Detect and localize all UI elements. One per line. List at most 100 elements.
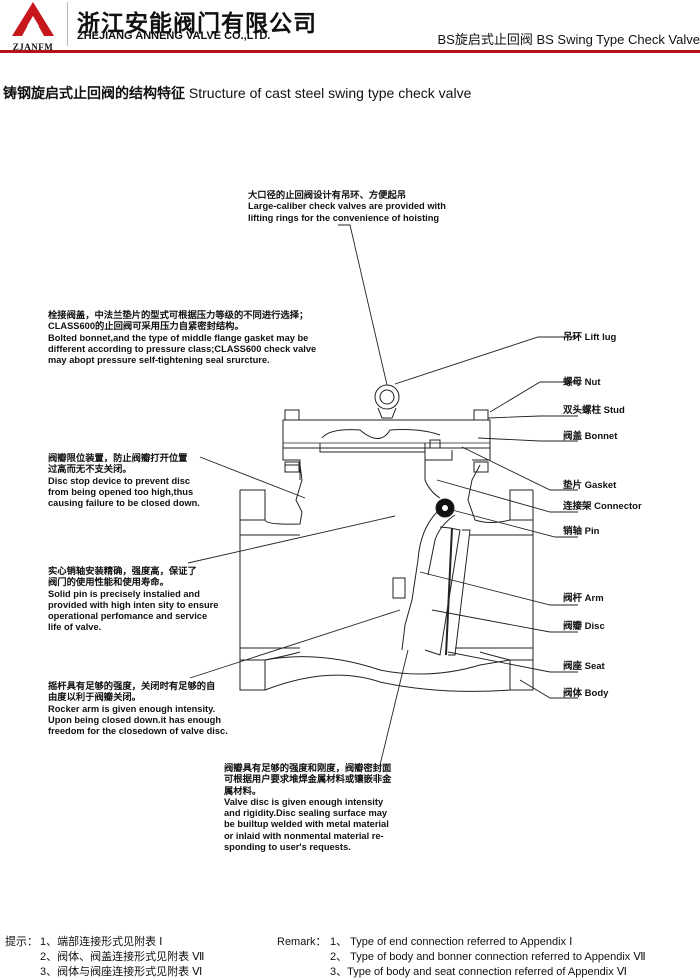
note-line: and rigidity.Disc sealing surface may: [224, 808, 388, 819]
remark-en-item: 3、Type of body and seat connection refer…: [330, 966, 627, 978]
part-cn: 阀瓣: [563, 621, 583, 632]
part-en: Bonnet: [584, 431, 618, 442]
remark-cn-label: 提示：: [5, 936, 38, 948]
note-line: operational perfomance and service: [48, 611, 208, 622]
note-line: Bolted bonnet,and the type of middle fla…: [48, 332, 309, 343]
note-bolted-bonnet: 栓接阀盖，中法兰垫片的型式可根据压力等级的不同进行选择； CLASS600的止回…: [48, 310, 316, 366]
note-line: life of valve.: [48, 622, 102, 633]
part-cn: 双头螺柱: [563, 405, 602, 416]
note-line: 由度以利于阀瓣关闭。: [48, 692, 141, 703]
valve-body: [239, 464, 534, 692]
part-label-body: 阀体 Body: [563, 685, 608, 699]
note-line: 实心销轴安装精确，强度高，保证了: [48, 566, 197, 576]
note-line: freedom for the closedown of valve disc.: [48, 726, 228, 737]
note-line: CLASS600的止回阀可采用压力自紧密封结构。: [48, 321, 244, 332]
leader-lines: [187, 224, 578, 766]
note-line: Rocker arm is given enough intensity.: [48, 703, 216, 714]
note-line: Solid pin is precisely instalied and: [48, 588, 200, 599]
note-rocker-arm: 摇杆具有足够的强度，关闭时有足够的自 由度以利于阀瓣关闭。 Rocker arm…: [48, 681, 228, 737]
note-line: 过高而无不支关闭。: [48, 464, 132, 475]
part-en: Nut: [584, 377, 601, 388]
note-line: 阀瓣具有足够的强度和刚度，阀瓣密封面: [224, 763, 392, 773]
remark-en-list: 1、 Type of end connection referred to Ap…: [330, 935, 646, 980]
arm-disc: [392, 511, 471, 656]
company-name-en: ZHEJIANG ANNENG VALVE CO.,LTD.: [77, 30, 271, 42]
note-line: Upon being closed down.it has enough: [48, 714, 222, 725]
remark-cn-item: 2、阀体、阀盖连接形式见附表 Ⅶ: [40, 951, 205, 963]
note-solid-pin: 实心销轴安装精确，强度高，保证了 阀门的使用性能和使用寿命。 Solid pin…: [48, 566, 218, 634]
part-cn: 阀盖: [563, 431, 583, 442]
note-line: 大口径的止回阀设计有吊环、方便起吊: [248, 190, 407, 200]
note-line: Large-caliber check valves are provided …: [248, 201, 446, 212]
section-title-en: Structure of cast steel swing type check…: [188, 85, 472, 101]
part-label-disc: 阀瓣 Disc: [563, 618, 605, 632]
part-en: Lift lug: [584, 332, 617, 343]
part-cn: 阀座: [563, 661, 583, 672]
header-rule: [0, 50, 700, 53]
note-line: sponding to user's requests.: [224, 842, 351, 853]
part-en: Arm: [584, 593, 604, 604]
part-en: Stud: [603, 405, 625, 416]
part-cn: 吊环: [563, 332, 583, 343]
logo-mark-icon: [12, 2, 54, 36]
part-label-arm: 阀杆 Arm: [563, 590, 604, 604]
note-line: 属材料。: [224, 785, 262, 796]
remark-en-label: Remark：: [277, 936, 327, 948]
remark-cn-item: 3、阀体与阀座连接形式见附表 Ⅵ: [40, 966, 203, 978]
note-line: provided with high inten sity to ensure: [48, 599, 219, 610]
remark-cn-list: 1、端部连接形式见附表 Ⅰ 2、阀体、阀盖连接形式见附表 Ⅶ 3、阀体与阀座连接…: [40, 935, 205, 980]
part-label-lift-lug: 吊环 Lift lug: [563, 329, 616, 343]
note-line: may abopt pressure self-tightening seal …: [48, 355, 270, 366]
part-en: Disc: [584, 621, 605, 632]
note-valve-disc: 阀瓣具有足够的强度和刚度，阀瓣密封面 可根据用户要求堆焊金属材料或镶嵌非金 属材…: [224, 763, 391, 853]
part-en: Body: [584, 688, 609, 699]
note-line: 栓接阀盖，中法兰垫片的型式可根据压力等级的不同进行选择；: [48, 310, 309, 320]
part-cn: 销轴: [563, 526, 583, 537]
note-line: Valve disc is given enough intensity: [224, 796, 384, 807]
product-title: BS旋启式止回阀 BS Swing Type Check Valve: [437, 32, 700, 47]
remark-en-item: 2、 Type of body and bonner connection re…: [330, 951, 646, 963]
note-line: from being opened too high,thus: [48, 486, 194, 497]
part-cn: 阀杆: [563, 593, 583, 604]
section-title: 铸钢旋启式止回阀的结构特征 Structure of cast steel sw…: [3, 83, 471, 103]
part-en: Gasket: [584, 480, 617, 491]
section-title-cn: 铸钢旋启式止回阀的结构特征: [3, 85, 185, 101]
remark-en-item: 1、 Type of end connection referred to Ap…: [330, 936, 573, 948]
part-label-pin: 销轴 Pin: [563, 523, 599, 537]
note-line: lifting rings for the convenience of hoi…: [248, 212, 440, 223]
company-logo: ZJANFM: [8, 2, 58, 52]
company-name-cn: 浙江安能阀门有限公司: [77, 10, 317, 36]
part-label-bonnet: 阀盖 Bonnet: [563, 428, 617, 442]
part-cn: 阀体: [563, 688, 583, 699]
note-line: 阀瓣限位装置，防止阀瓣打开位置: [48, 453, 188, 463]
lift-lug: [374, 384, 400, 419]
part-label-seat: 阀座 Seat: [563, 658, 605, 672]
part-label-gasket: 垫片 Gasket: [563, 477, 616, 491]
note-line: different according to pressure class;CL…: [48, 343, 317, 354]
part-en: Seat: [584, 661, 605, 672]
note-line: be builtup welded with metal material: [224, 819, 389, 830]
part-en: Connector: [594, 501, 642, 512]
note-disc-stop: 阀瓣限位装置，防止阀瓣打开位置 过高而无不支关闭。 Disc stop devi…: [48, 453, 200, 509]
bonnet: [282, 419, 491, 480]
note-line: Disc stop device to prevent disc: [48, 475, 191, 486]
logo-text: ZJANFM: [12, 42, 54, 52]
note-line: 可根据用户要求堆焊金属材料或镶嵌非金: [224, 774, 392, 785]
part-cn: 垫片: [563, 480, 583, 491]
part-label-connector: 连接架 Connector: [563, 498, 642, 512]
studs-nuts: [284, 409, 489, 473]
part-cn: 连接架: [563, 501, 592, 512]
note-lifting-ring: 大口径的止回阀设计有吊环、方便起吊 Large-caliber check va…: [248, 190, 446, 224]
part-cn: 螺母: [563, 377, 583, 388]
note-line: or inlaid with nonmental material re-: [224, 830, 384, 841]
remark-cn-item: 1、端部连接形式见附表 Ⅰ: [40, 936, 163, 948]
note-line: 阀门的使用性能和使用寿命。: [48, 577, 169, 588]
note-line: causing failure to be closed down.: [48, 498, 200, 509]
part-en: Pin: [584, 526, 600, 537]
note-line: 摇杆具有足够的强度，关闭时有足够的自: [48, 681, 216, 691]
header-divider: [67, 2, 68, 46]
connector: [424, 439, 453, 499]
part-label-stud: 双头螺柱 Stud: [563, 402, 625, 416]
